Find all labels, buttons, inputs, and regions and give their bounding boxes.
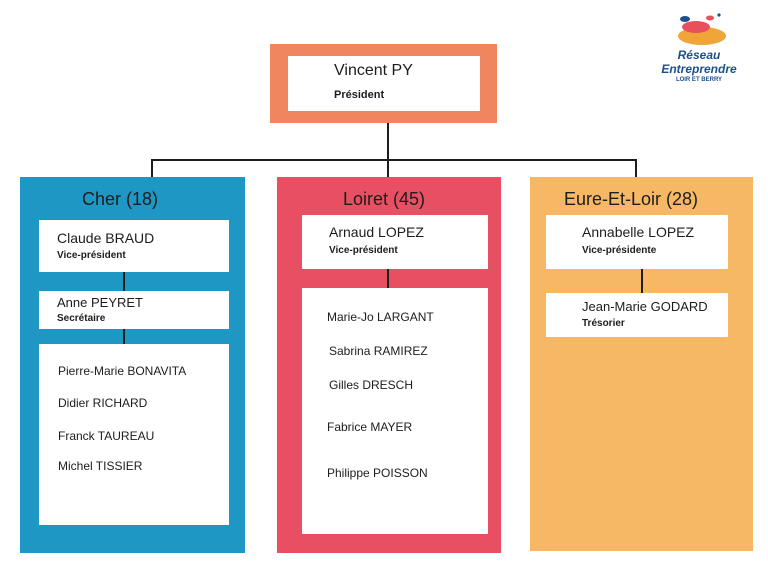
officer-name: Jean-Marie GODARD [582,299,708,314]
logo-mark-icon [678,13,726,45]
members-card: Pierre-Marie BONAVITA Didier RICHARD Fra… [39,344,229,525]
officer-connector [387,269,389,288]
region-cher: Cher (18) Claude BRAUD Vice-président An… [20,177,245,553]
officer-connector [641,269,643,293]
president-role: Président [334,89,385,101]
member-name: Pierre-Marie BONAVITA [58,364,187,378]
member-name: Didier RICHARD [58,396,148,410]
logo-line1: Réseau [677,48,721,62]
officer-role: Secrétaire [57,313,106,324]
members-card: Marie-Jo LARGANT Sabrina RAMIREZ Gilles … [302,288,488,534]
officer-connector [123,329,125,344]
officer-role: Vice-président [329,245,398,256]
logo: Réseau Entreprendre LOIR ET BERRY [640,10,758,88]
region-title: Eure-Et-Loir (28) [564,189,699,209]
member-name: Michel TISSIER [58,459,143,473]
officer-card-vice-president: Claude BRAUD Vice-président [39,220,229,272]
president-name: Vincent PY [334,62,413,79]
officer-name: Arnaud LOPEZ [329,224,424,240]
officer-role: Vice-président [57,250,126,261]
officer-name: Claude BRAUD [57,230,155,246]
officer-connector [123,272,125,291]
member-name: Gilles DRESCH [329,378,414,392]
region-title: Cher (18) [82,189,159,209]
president-card: Vincent PY Président [288,56,480,111]
officer-role: Vice-présidente [582,245,657,256]
connector-horizontal [151,159,637,161]
logo-line3: LOIR ET BERRY [675,77,723,83]
connector-drop-cher [151,159,153,177]
logo-line2: Entreprendre [661,62,737,76]
officer-role: Trésorier [582,318,625,329]
officer-name: Annabelle LOPEZ [582,224,695,240]
member-name: Marie-Jo LARGANT [327,310,434,324]
member-name: Sabrina RAMIREZ [329,344,428,358]
member-name: Philippe POISSON [327,466,428,480]
officer-card-secretary: Anne PEYRET Secrétaire [39,291,229,329]
officer-card-treasurer: Jean-Marie GODARD Trésorier [546,293,728,337]
region-loiret: Loiret (45) Arnaud LOPEZ Vice-président … [277,177,501,553]
officer-card-vice-president: Arnaud LOPEZ Vice-président [302,215,488,269]
region-title: Loiret (45) [343,189,426,209]
connector-trunk [387,123,389,177]
connector-drop-eure [635,159,637,177]
officer-card-vice-president: Annabelle LOPEZ Vice-présidente [546,215,728,269]
member-name: Fabrice MAYER [327,420,413,434]
member-name: Franck TAUREAU [58,429,155,443]
region-eure-et-loir: Eure-Et-Loir (28) Annabelle LOPEZ Vice-p… [530,177,753,551]
officer-name: Anne PEYRET [57,295,143,310]
